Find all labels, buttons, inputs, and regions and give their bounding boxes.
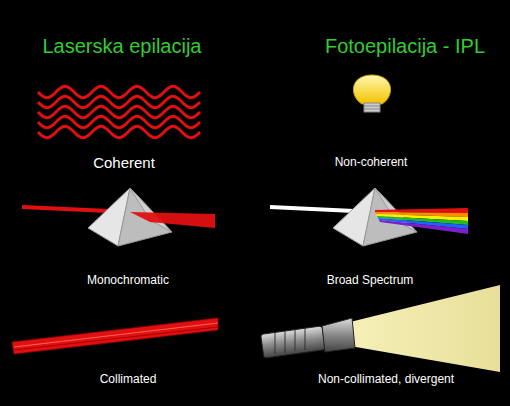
collimated-beam <box>12 318 218 354</box>
property-label: Monochromatic <box>87 273 169 287</box>
column-title: Laserska epilacija <box>43 34 202 58</box>
property-label: Non-coherent <box>335 155 408 169</box>
column-title: Fotoepilacija - IPL <box>325 34 485 58</box>
prism-monochromatic <box>22 188 215 246</box>
coherent-waves <box>38 86 200 137</box>
flashlight <box>261 285 500 372</box>
property-label: Collimated <box>100 372 157 386</box>
prism-broad-spectrum <box>270 188 468 246</box>
property-label: Non-collimated, divergent <box>318 372 468 386</box>
property-label: Coherent <box>93 154 155 172</box>
property-label: Broad Spectrum <box>327 273 414 287</box>
light-bulb <box>353 75 390 112</box>
wave-line <box>38 126 200 137</box>
